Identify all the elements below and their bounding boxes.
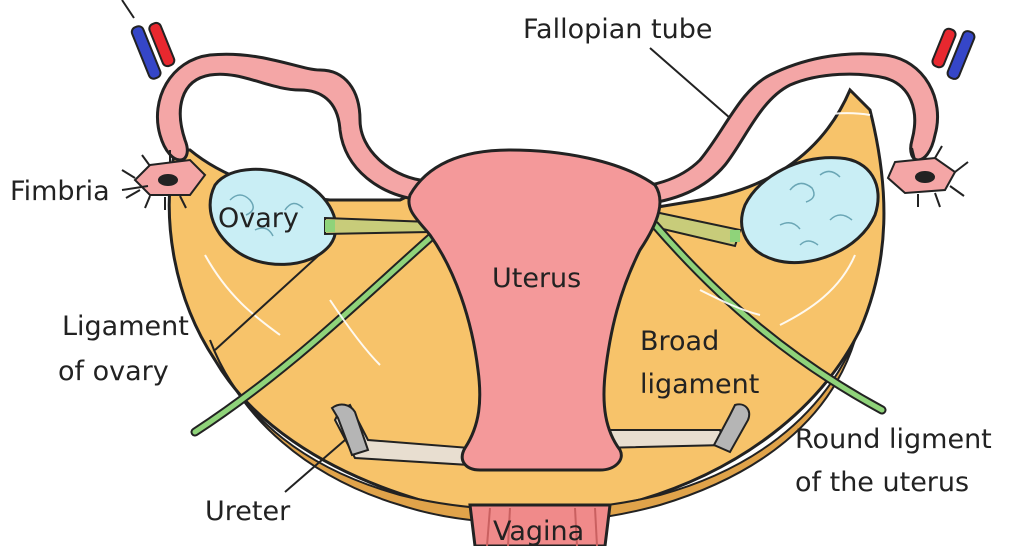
label-ureter: Ureter — [205, 496, 291, 527]
label-ovary: Ovary — [218, 203, 299, 234]
label-fimbria: Fimbria — [10, 176, 110, 207]
top-left-leader — [122, 0, 134, 18]
label-uterus: Uterus — [492, 263, 581, 294]
label-broad-ligament-1: Broad — [640, 326, 719, 357]
label-round-ligament-2: of the uterus — [795, 467, 969, 498]
label-fallopian-tube: Fallopian tube — [523, 14, 712, 45]
left-ligament-junction — [325, 220, 335, 232]
label-broad-ligament-2: ligament — [640, 369, 759, 400]
label-ligament-of-ovary-1: Ligament — [62, 311, 189, 342]
right-ligament-junction — [730, 230, 740, 242]
fallopian-tube-leader — [650, 48, 730, 118]
label-vagina: Vagina — [493, 516, 584, 546]
label-ligament-of-ovary-2: of ovary — [58, 356, 169, 387]
left-ligament-of-ovary — [325, 218, 430, 234]
right-ureter — [600, 430, 725, 448]
label-round-ligament-1: Round ligment — [795, 424, 992, 455]
